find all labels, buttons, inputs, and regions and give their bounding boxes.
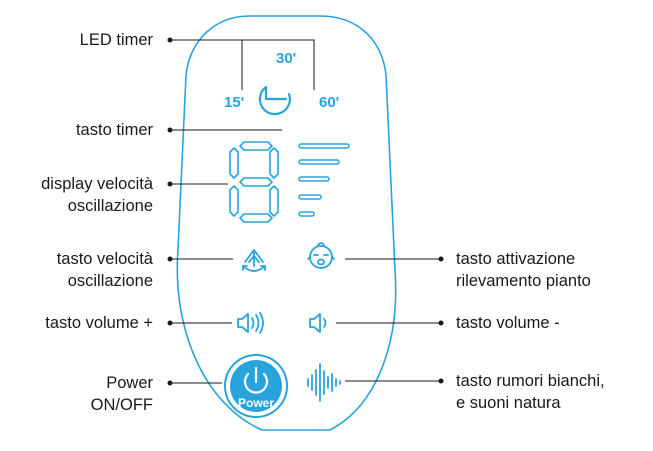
sound-wave-icon[interactable] (307, 363, 341, 402)
label-power: Power ON/OFF (90, 374, 153, 414)
remote-outline (176, 15, 397, 431)
leader-led-timer (170, 39, 315, 90)
seg-bot (239, 213, 273, 223)
seg-top (239, 141, 273, 151)
dot-speed-button (167, 256, 173, 262)
dot-volume-up (167, 320, 173, 326)
dot-speed-display (167, 181, 173, 187)
label-timer-button: tasto timer (75, 121, 153, 139)
label-speed-display: display velocità oscillazione (41, 175, 153, 215)
label-led-timer: LED timer (79, 31, 153, 49)
power-text: Power (238, 396, 274, 410)
speaker-down-icon[interactable] (309, 313, 327, 333)
seg-bot-right (269, 185, 279, 217)
clock-timer-icon[interactable] (258, 85, 291, 116)
leader-lines (170, 39, 441, 384)
speed-bars (298, 143, 350, 217)
power-icon (243, 372, 269, 394)
speaker-up-icon[interactable] (237, 312, 264, 334)
label-volume-down: tasto volume - (456, 314, 560, 332)
timer-15: 15' (224, 94, 244, 111)
dot-timer-button (167, 127, 173, 133)
label-volume-up: tasto volume + (45, 314, 153, 332)
seg-top-right (269, 147, 279, 179)
dot-led-timer (167, 37, 173, 43)
label-white-noise: tasto rumori bianchi, e suoni natura (456, 372, 605, 412)
speed-arrows-icon[interactable] (242, 249, 266, 272)
dot-volume-down (438, 320, 444, 326)
label-speed-button: tasto velocità oscillazione (56, 250, 153, 290)
baby-face-icon[interactable] (307, 242, 335, 269)
dot-power (167, 380, 173, 386)
label-cry-detection: tasto attivazione rilevamento pianto (456, 250, 591, 290)
power-button[interactable]: Power (224, 354, 288, 418)
seg-bot-left (229, 185, 239, 217)
timer-30: 30' (276, 50, 296, 67)
timer-60: 60' (319, 94, 339, 111)
dot-cry (438, 256, 444, 262)
dot-white-noise (438, 378, 444, 384)
speed-display (229, 141, 279, 223)
leader-dots (167, 37, 444, 386)
seg-top-left (229, 147, 239, 179)
seg-mid (239, 177, 273, 187)
